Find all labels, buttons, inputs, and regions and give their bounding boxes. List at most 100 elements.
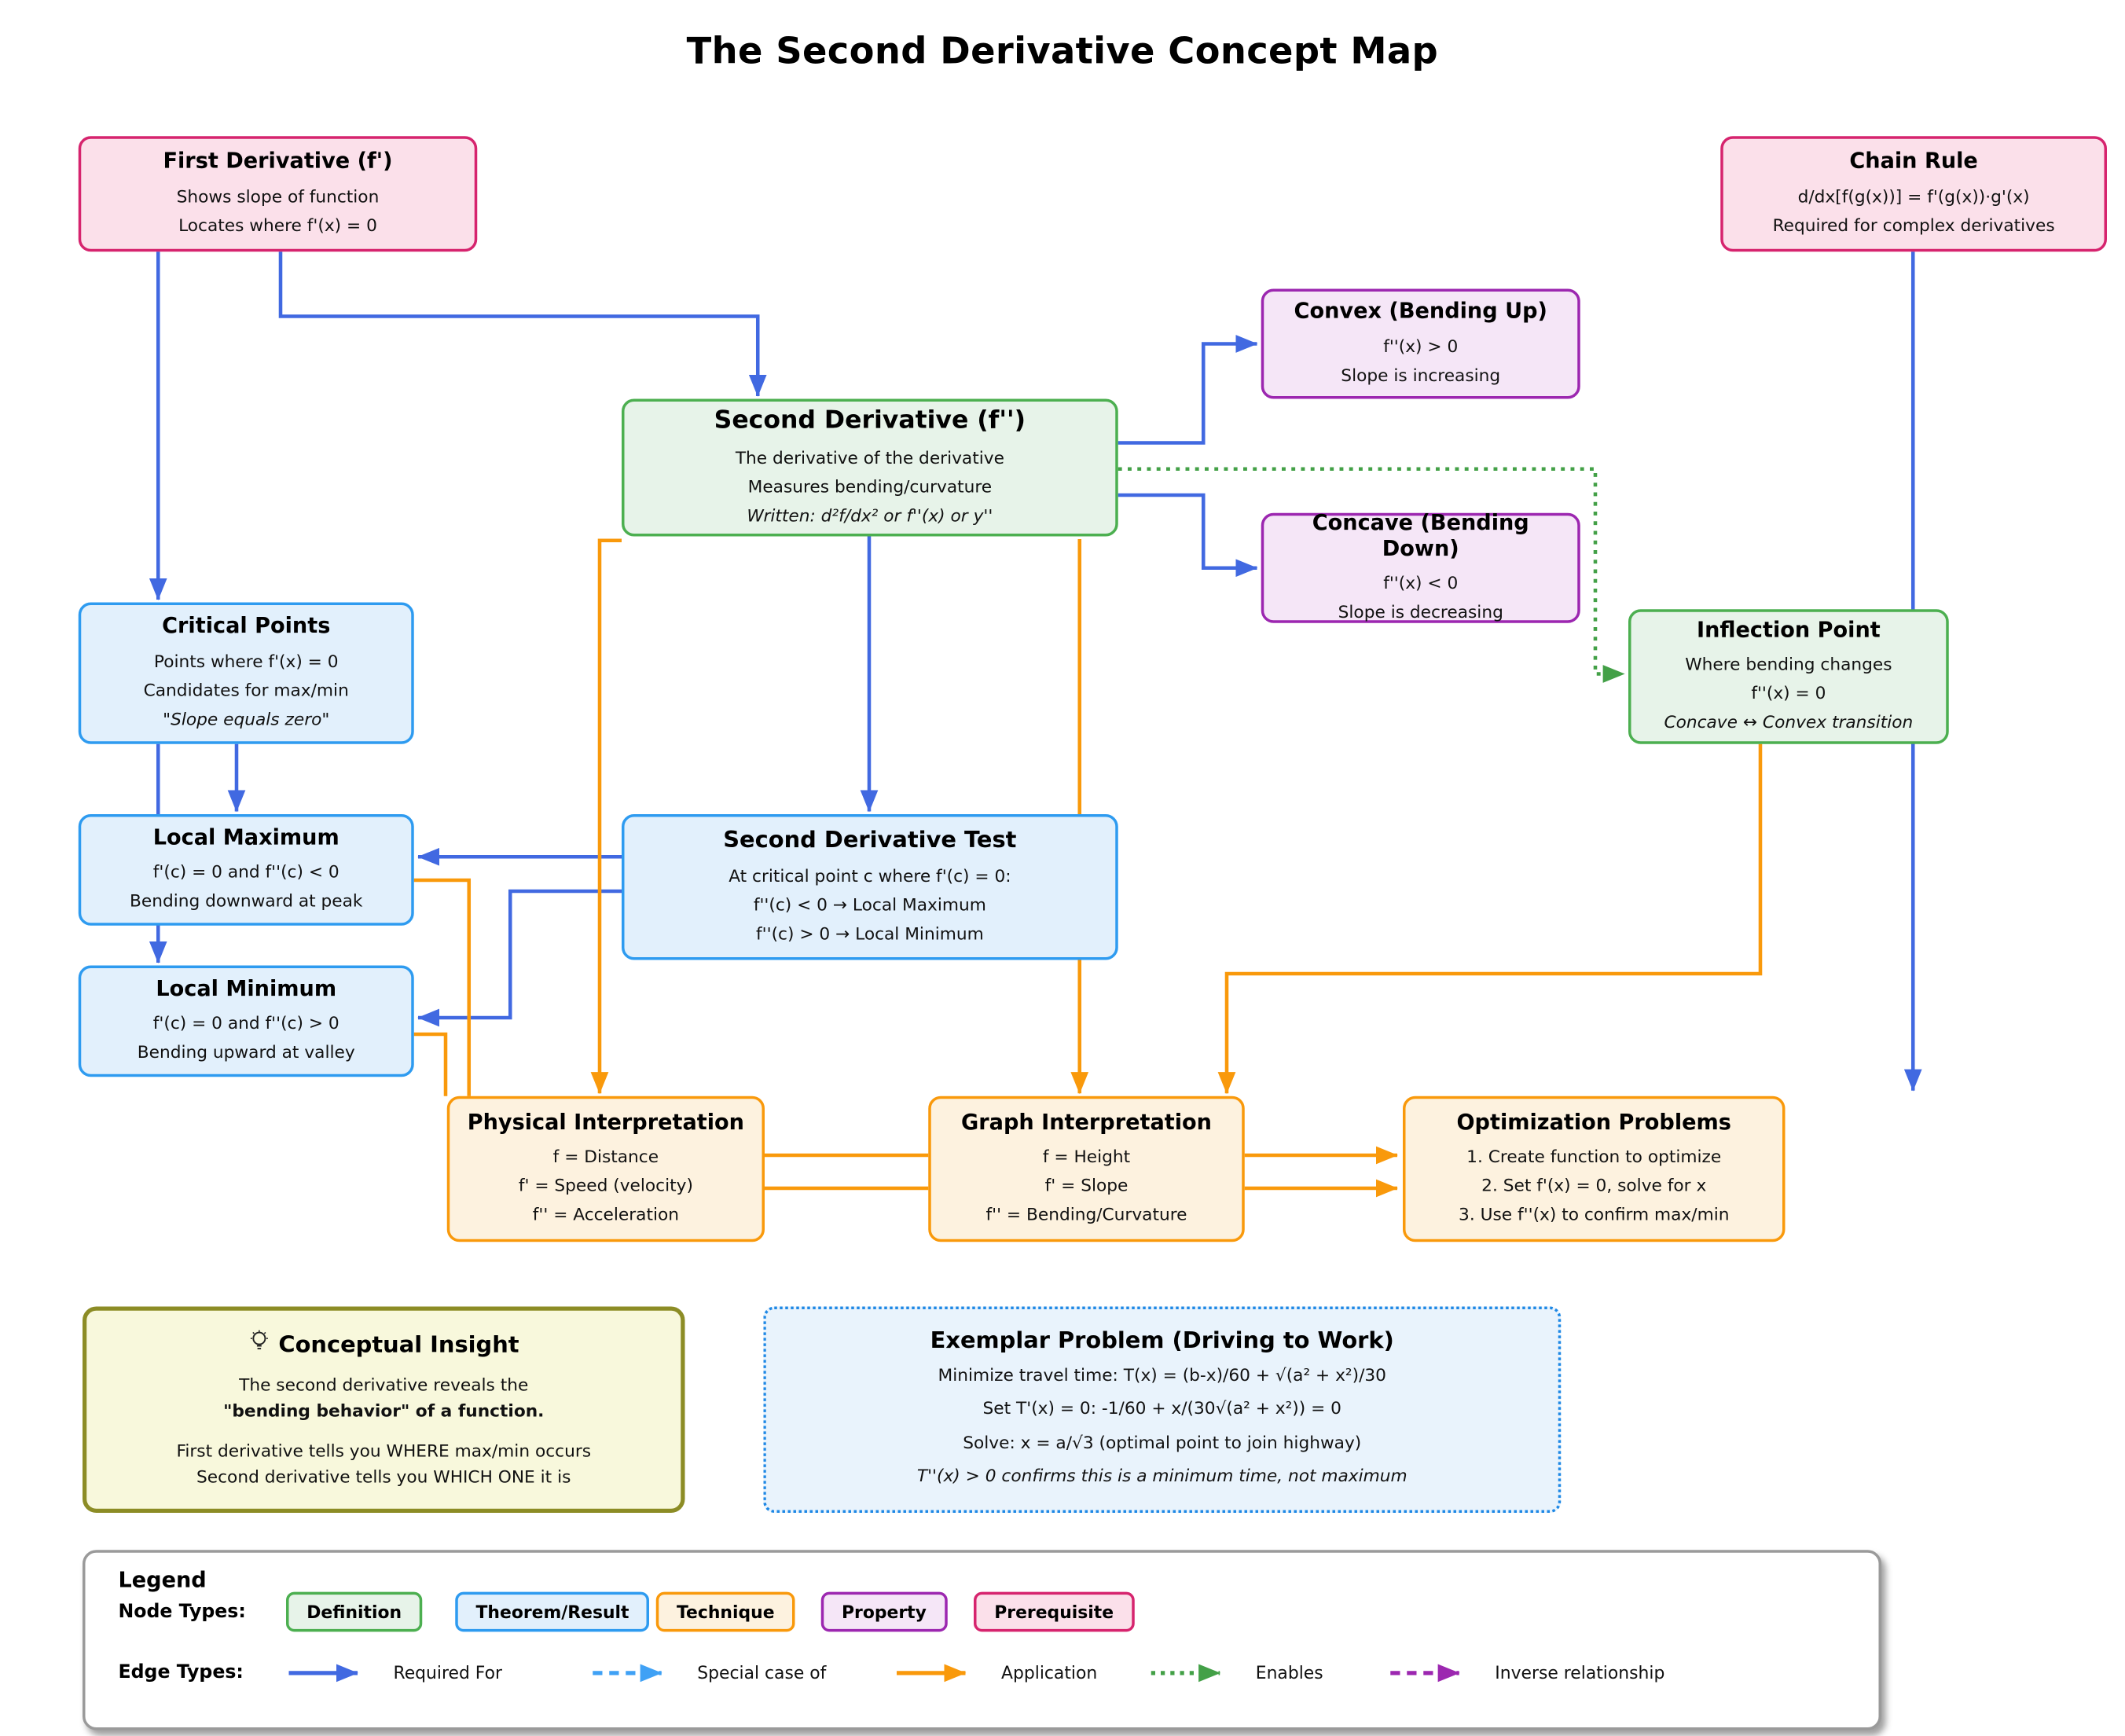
text-line: First derivative tells you WHERE max/min…	[176, 1439, 592, 1460]
edge-blue-solid	[417, 889, 622, 1027]
node-second-derivative-test: Second Derivative Test At critical point …	[622, 814, 1118, 960]
node-title: Second Derivative Test	[723, 826, 1017, 853]
exemplar-title: Exemplar Problem (Driving to Work)	[930, 1327, 1394, 1354]
node-optimization-problems: Optimization Problems 1. Create function …	[1403, 1096, 1786, 1242]
lightbulb-icon	[248, 1330, 269, 1359]
text-line: Points where f'(x) = 0	[153, 649, 339, 671]
edge-sample-solid-arrow-icon	[288, 1663, 358, 1682]
text-line: 1. Create function to optimize	[1466, 1145, 1722, 1167]
text-line: f''(x) > 0	[1383, 335, 1459, 356]
edge-sample-dashed-arrow-icon	[593, 1663, 662, 1682]
text-line: d/dx[f(g(x))] = f'(g(x))·g'(x)	[1797, 185, 2030, 206]
text-line: f''(c) > 0 → Local Minimum	[756, 922, 984, 944]
text-line: 2. Set f'(x) = 0, solve for x	[1481, 1174, 1707, 1195]
text-line: f''(x) < 0	[1383, 572, 1459, 593]
node-chain-rule: Chain Rule d/dx[f(g(x))] = f'(g(x))·g'(x)…	[1720, 136, 2107, 252]
node-title: Local Maximum	[152, 824, 339, 850]
legend-title: Legend	[118, 1568, 207, 1593]
edge-orange-solid	[1217, 743, 1763, 1095]
node-title: Second Derivative (f'')	[714, 406, 1026, 435]
node-title: Convex (Bending Up)	[1294, 299, 1547, 324]
legend-node-type-theorem: Theorem/Result	[455, 1591, 650, 1632]
text-line: Bending downward at peak	[129, 890, 363, 911]
text-line: f' = Speed (velocity)	[518, 1174, 693, 1195]
node-graph-interpretation: Graph Interpretation f = Height f' = Slope…	[928, 1096, 1245, 1242]
node-second-derivative: Second Derivative (f'') The derivative of…	[622, 398, 1118, 537]
text-line: Set T'(x) = 0: -1/60 + x/(30√(a² + x²)) …	[982, 1397, 1341, 1419]
legend-edge-label: Application	[1001, 1661, 1098, 1683]
legend-node-type-technique: Technique	[655, 1591, 795, 1632]
edge-green-dotted	[1118, 467, 1625, 683]
text-line: f'(c) = 0 and f''(c) < 0	[152, 861, 339, 882]
text-line: 3. Use f''(x) to confirm max/min	[1459, 1203, 1730, 1224]
legend-node-types-label: Node Types:	[118, 1601, 246, 1623]
page-title: The Second Derivative Concept Map	[686, 30, 1439, 73]
text-line: f'' = Bending/Curvature	[985, 1203, 1187, 1224]
text-line: Where bending changes	[1685, 653, 1892, 674]
node-convex: Convex (Bending Up) f''(x) > 0 Slope is in…	[1261, 288, 1580, 399]
edge-orange-solid	[413, 878, 472, 1096]
text-line: Second derivative tells you WHICH ONE it…	[196, 1466, 571, 1487]
text-line: "Slope equals zero"	[163, 707, 330, 729]
text-line: T''(x) > 0 confirms this is a minimum ti…	[916, 1464, 1407, 1485]
legend-node-type-definition: Definition	[286, 1591, 423, 1632]
legend-edge-types-label: Edge Types:	[118, 1661, 244, 1683]
text-line: Minimize travel time: T(x) = (b-x)/60 + …	[938, 1364, 1387, 1385]
text-line: f''(c) < 0 → Local Maximum	[753, 894, 986, 915]
legend-node-type-prerequisite: Prerequisite	[974, 1591, 1135, 1632]
exemplar-problem-panel: Exemplar Problem (Driving to Work) Minim…	[763, 1306, 1562, 1513]
node-first-derivative: First Derivative (f')Shows slope of func…	[78, 136, 478, 252]
text-line: Locates where f'(x) = 0	[178, 214, 377, 235]
insight-title-text: Conceptual Insight	[278, 1331, 519, 1358]
edge-sample-dotted-arrow-icon	[1151, 1663, 1221, 1682]
legend-edge-type: Required For	[286, 1662, 502, 1683]
text-line: Bending upward at valley	[137, 1041, 355, 1063]
edge-orange-solid	[590, 538, 622, 1095]
insight-lines: The second derivative reveals the"bendin…	[176, 1371, 591, 1489]
edge-orange-solid	[413, 1032, 448, 1096]
text-line: Slope is decreasing	[1338, 601, 1503, 622]
legend-edge-type: Inverse relationship	[1388, 1662, 1664, 1683]
node-title: First Derivative (f')	[163, 149, 393, 174]
text-line: Candidates for max/min	[143, 678, 349, 700]
legend-edge-label: Enables	[1255, 1661, 1323, 1683]
edge-blue-solid	[1118, 493, 1258, 578]
text-line: Measures bending/curvature	[747, 475, 993, 497]
conceptual-insight-panel: Conceptual Insight The second derivative…	[83, 1306, 685, 1513]
text-line: Required for complex derivatives	[1772, 214, 2055, 235]
text-line: f''(x) = 0	[1751, 682, 1826, 703]
edge-sample-solid-arrow-icon	[897, 1663, 967, 1682]
edge-blue-solid	[278, 251, 767, 397]
node-title: Local Minimum	[156, 976, 337, 1001]
node-title: Chain Rule	[1849, 149, 1978, 174]
text-line: Solve: x = a/√3 (optimal point to join h…	[963, 1430, 1362, 1452]
text-line: Written: d²f/dx² or f''(x) or y''	[747, 504, 993, 526]
legend-panel: Legend Node Types: Edge Types: Definitio…	[83, 1550, 1881, 1730]
node-title: Critical Points	[162, 613, 331, 639]
legend-edge-type: Special case of	[590, 1662, 826, 1683]
node-title: Optimization Problems	[1456, 1109, 1731, 1135]
legend-node-type-property: Property	[820, 1591, 948, 1632]
insight-title: Conceptual Insight	[248, 1330, 519, 1359]
legend-edge-type: Application	[894, 1661, 1098, 1683]
legend-edge-label: Required For	[393, 1661, 502, 1683]
text-line: At critical point c where f'(c) = 0:	[729, 864, 1011, 886]
edge-blue-solid	[1118, 335, 1258, 445]
node-concave: Concave (Bending Down) f''(x) < 0 Slope is…	[1261, 509, 1580, 623]
text-line: f' = Slope	[1044, 1174, 1129, 1195]
text-line: The derivative of the derivative	[735, 446, 1004, 468]
node-title: Inflection Point	[1697, 617, 1881, 642]
legend-edge-type: Enables	[1148, 1662, 1323, 1683]
text-line: f = Height	[1042, 1145, 1131, 1167]
node-title: Concave (Bending Down)	[1312, 509, 1529, 561]
node-title: Physical Interpretation	[467, 1109, 744, 1135]
text-line: The second derivative reveals the	[239, 1374, 529, 1395]
node-title: Graph Interpretation	[961, 1109, 1212, 1135]
text-line: Slope is increasing	[1341, 364, 1501, 385]
